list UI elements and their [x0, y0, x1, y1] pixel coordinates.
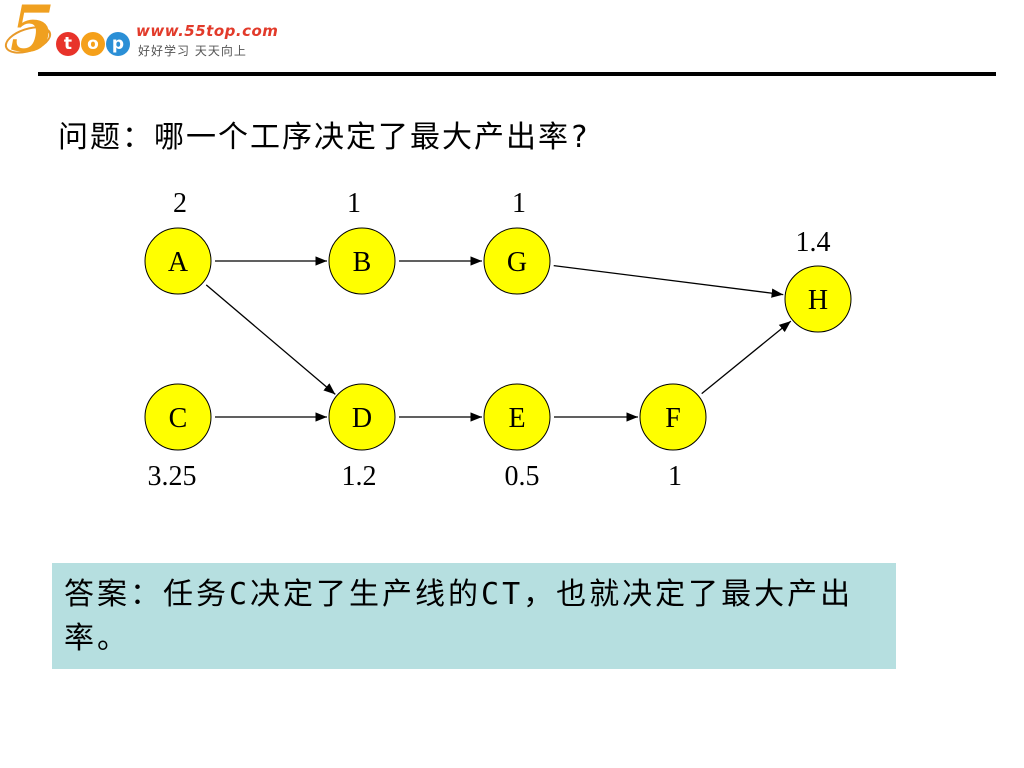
logo-slogan: 好好学习 天天向上	[138, 44, 247, 58]
node-label-C: C	[169, 403, 188, 434]
node-label-D: D	[352, 403, 372, 434]
node-circle-E	[483, 383, 551, 451]
node-value-A: 2	[173, 188, 187, 219]
node-value-B: 1	[347, 188, 361, 219]
logo-letter: o	[81, 32, 105, 56]
node-circle-C	[144, 383, 212, 451]
header-divider	[38, 72, 996, 76]
node-label-G: G	[507, 247, 527, 278]
node-value-F: 1	[668, 461, 682, 492]
node-value-H: 1.4	[796, 227, 831, 258]
node-value-D: 1.2	[342, 461, 377, 492]
logo-letter: p	[106, 32, 130, 56]
question-text: 问题：哪一个工序决定了最大产出率?	[58, 120, 591, 155]
node-circle-G	[483, 227, 551, 295]
answer-box: 答案：任务C决定了生产线的CT，也就决定了最大产出率。	[52, 563, 896, 669]
node-label-H: H	[808, 285, 828, 316]
edge-G-H	[553, 264, 784, 298]
edge-A-D	[205, 284, 336, 395]
node-circle-F	[639, 383, 707, 451]
logo-url: www.55top.com	[136, 22, 279, 40]
node-D: D 1.2	[328, 383, 396, 492]
node-label-B: B	[353, 247, 372, 278]
logo-wordmark: t o p	[56, 32, 130, 56]
node-circle-D	[328, 383, 396, 451]
node-label-F: F	[665, 403, 681, 434]
answer-text: 答案：任务C决定了生产线的CT，也就决定了最大产出率。	[64, 577, 854, 656]
node-circle-H	[784, 265, 852, 333]
node-F: F1	[639, 383, 707, 492]
node-B: B1	[328, 188, 396, 295]
node-H: H 1.4	[784, 227, 852, 333]
logo-digit: 5	[10, 0, 55, 67]
node-circle-B	[328, 227, 396, 295]
node-E: E 0.5	[483, 383, 551, 492]
edge-F-H	[701, 320, 792, 395]
node-value-G: 1	[512, 188, 526, 219]
node-G: G1	[483, 188, 551, 295]
node-value-C: 3.25	[148, 461, 197, 492]
node-A: A2	[144, 188, 212, 295]
node-label-A: A	[168, 247, 189, 278]
logo-letter: t	[56, 32, 80, 56]
node-circle-A	[144, 227, 212, 295]
node-label-E: E	[508, 403, 525, 434]
node-C: C 3.25	[144, 383, 212, 492]
site-logo: 5 t o p www.55top.com 好好学习 天天向上	[1, 0, 294, 70]
node-value-E: 0.5	[505, 461, 540, 492]
